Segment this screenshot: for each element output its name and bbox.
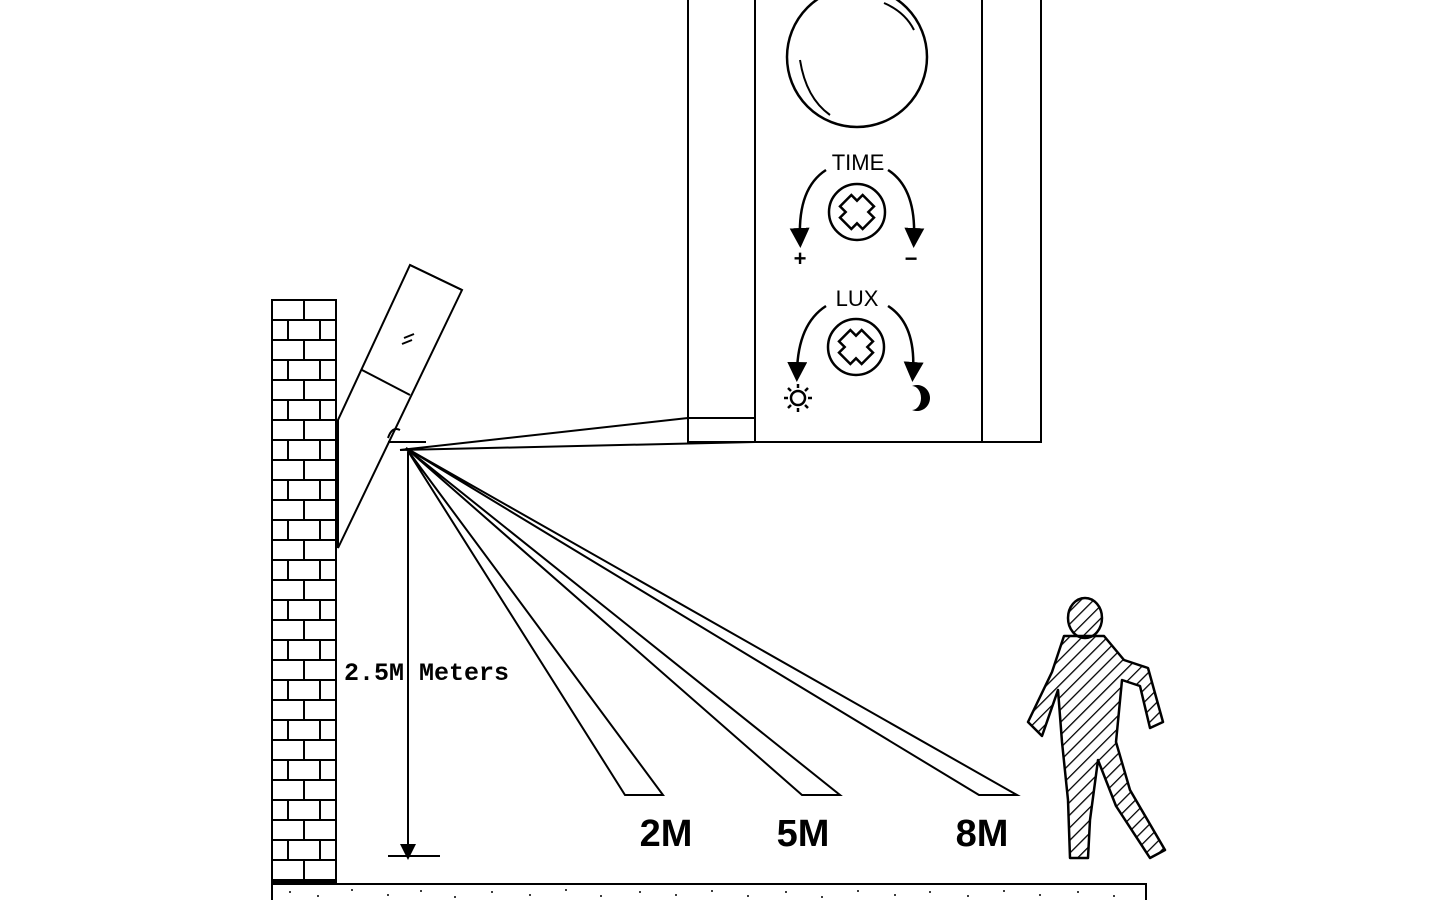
lux-knob[interactable]: LUX (784, 286, 930, 412)
time-label: TIME (832, 150, 885, 175)
moon-icon (912, 385, 930, 411)
beam-5m (405, 447, 843, 796)
lux-label: LUX (836, 286, 879, 311)
height-label: 2.5M Meters (344, 659, 509, 688)
distance-label-8m: 8M (956, 813, 1009, 855)
distance-labels: 2M 5M 8M (640, 813, 1009, 855)
pir-lens (785, 0, 929, 129)
detection-beams (405, 447, 1021, 796)
height-dimension: 2.5M Meters (344, 452, 509, 860)
walking-person (1026, 596, 1167, 860)
time-plus-sign: + (794, 246, 807, 271)
beam-8m (405, 447, 1021, 796)
distance-label-2m: 2M (640, 813, 693, 855)
ground (271, 883, 1147, 900)
time-minus-sign: − (905, 246, 918, 271)
sun-icon (784, 384, 812, 412)
control-panel: TIME + − LUX (687, 0, 1042, 443)
distance-label-5m: 5M (777, 813, 830, 855)
time-knob[interactable]: TIME + − (789, 150, 925, 271)
zoom-callout (399, 417, 756, 451)
beam-2m (405, 447, 665, 796)
wall-lamp (337, 263, 464, 549)
brick-wall (271, 299, 337, 883)
